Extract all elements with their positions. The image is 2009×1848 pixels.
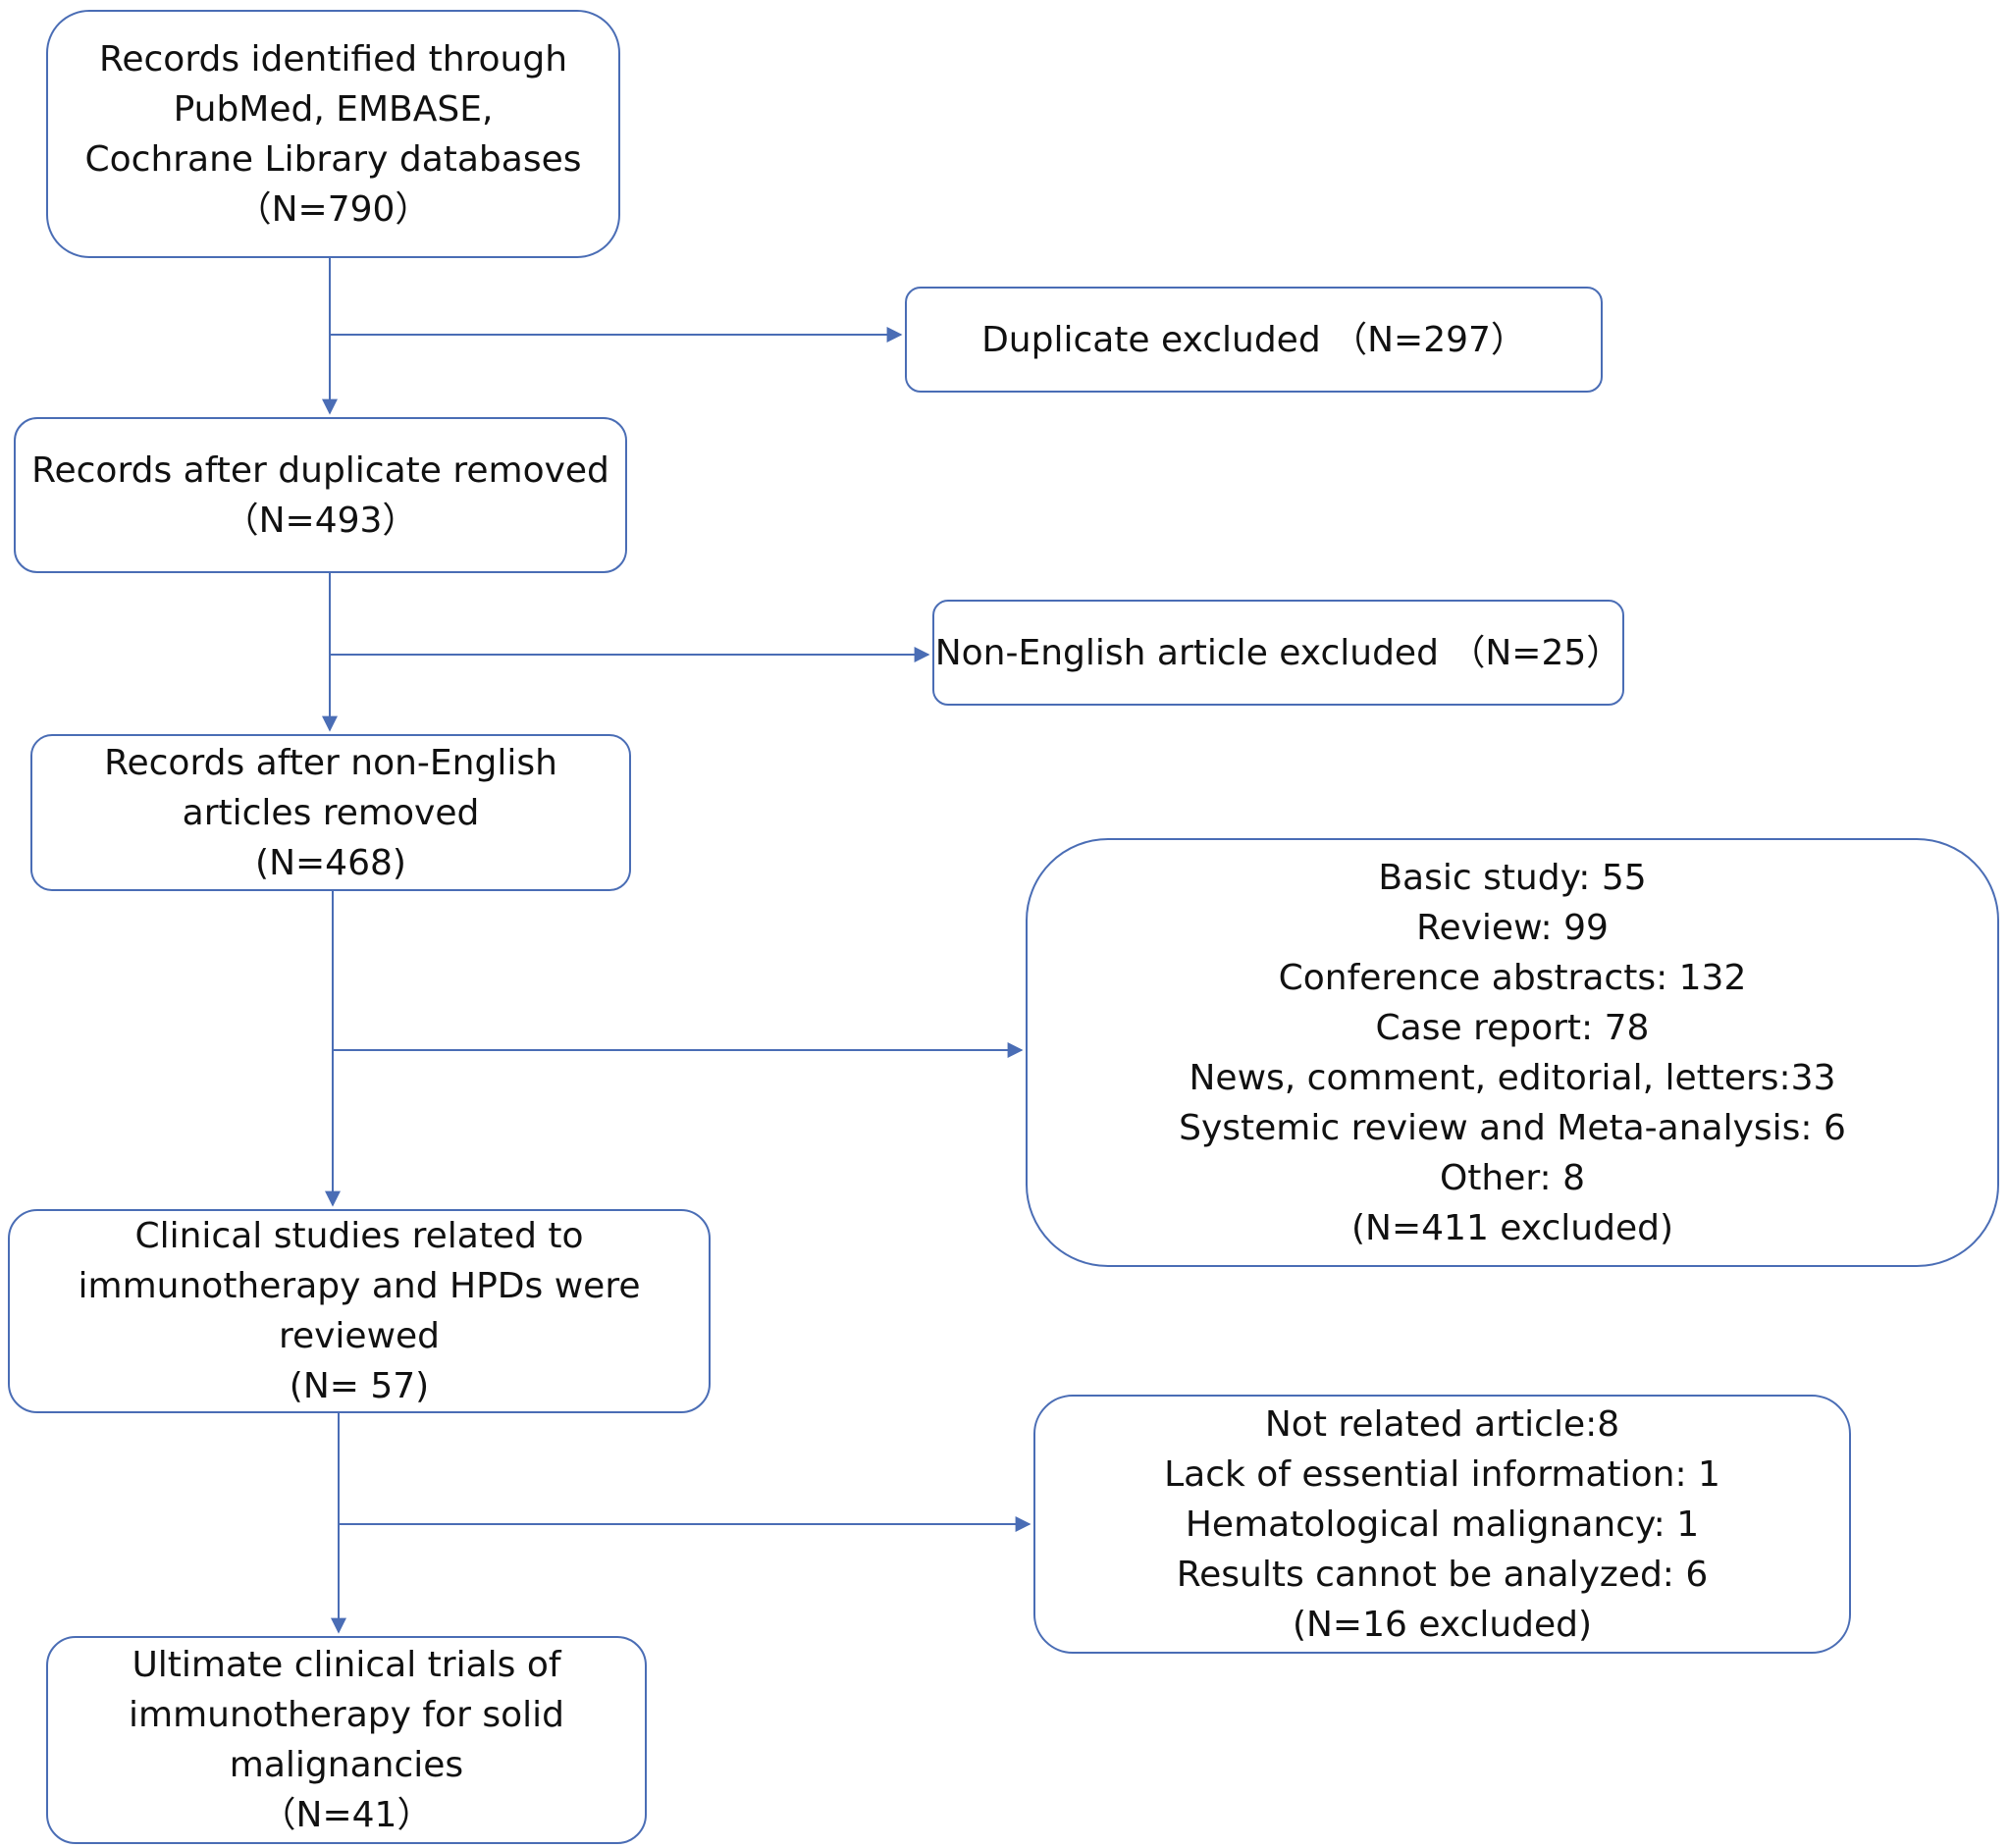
ultimate-trials-line-1: Ultimate clinical trials of [132, 1645, 561, 1685]
excluded-basic-study: Basic study: 55 [1378, 857, 1647, 898]
excluded-systemic-review: Systemic review and Meta-analysis: 6 [1179, 1107, 1846, 1148]
non-english-excluded-box: Non-English article excluded （N=25） [932, 600, 1624, 706]
clinical-studies-box: Clinical studies related to immunotherap… [8, 1209, 711, 1413]
records-identified-box: Records identified through PubMed, EMBAS… [46, 10, 620, 258]
excluded-reasons-total: (N=16 excluded) [1292, 1604, 1593, 1645]
non-english-excluded-text: Non-English article excluded （N=25） [934, 632, 1622, 673]
records-identified-count: （N=790） [236, 188, 431, 230]
records-after-duplicate-box: Records after duplicate removed （N=493） [14, 417, 627, 573]
records-identified-line-1: Records identified through [98, 38, 568, 79]
ultimate-trials-line-3: malignancies [229, 1745, 464, 1785]
excluded-other: Other: 8 [1439, 1157, 1586, 1198]
records-after-duplicate-line-1: Records after duplicate removed [31, 449, 609, 491]
excluded-case-report: Case report: 78 [1375, 1007, 1650, 1048]
excluded-types-box: Basic study: 55 Review: 99 Conference ab… [1026, 838, 1999, 1267]
records-identified-line-2: PubMed, EMBASE, [173, 88, 494, 130]
excluded-lack-information: Lack of essential information: 1 [1164, 1453, 1720, 1495]
excluded-reasons-box: Not related article:8 Lack of essential … [1033, 1395, 1851, 1654]
clinical-studies-line-3: reviewed [278, 1316, 441, 1356]
ultimate-trials-count: （N=41） [260, 1795, 433, 1835]
records-after-non-english-line-2: articles removed [182, 792, 480, 833]
excluded-news-comment: News, comment, editorial, letters:33 [1189, 1057, 1836, 1098]
excluded-review: Review: 99 [1416, 907, 1609, 948]
records-after-non-english-box: Records after non-English articles remov… [30, 734, 631, 891]
records-after-non-english-count: (N=468) [255, 842, 406, 883]
excluded-not-related: Not related article:8 [1264, 1403, 1620, 1445]
duplicate-excluded-text: Duplicate excluded （N=297） [981, 319, 1526, 360]
excluded-hematological: Hematological malignancy: 1 [1185, 1504, 1700, 1545]
ultimate-trials-box: Ultimate clinical trials of immunotherap… [46, 1636, 647, 1844]
records-after-non-english-line-1: Records after non-English [104, 742, 557, 783]
clinical-studies-line-1: Clinical studies related to [134, 1216, 584, 1256]
records-identified-line-3: Cochrane Library databases [84, 138, 582, 180]
excluded-cannot-analyze: Results cannot be analyzed: 6 [1176, 1554, 1709, 1595]
clinical-studies-count: (N= 57) [289, 1366, 430, 1406]
excluded-conference-abstracts: Conference abstracts: 132 [1278, 957, 1747, 998]
records-after-duplicate-count: （N=493） [223, 500, 418, 541]
clinical-studies-line-2: immunotherapy and HPDs were [78, 1266, 641, 1306]
ultimate-trials-line-2: immunotherapy for solid [129, 1695, 564, 1735]
duplicate-excluded-box: Duplicate excluded （N=297） [905, 287, 1603, 393]
excluded-types-total: (N=411 excluded) [1351, 1207, 1673, 1248]
